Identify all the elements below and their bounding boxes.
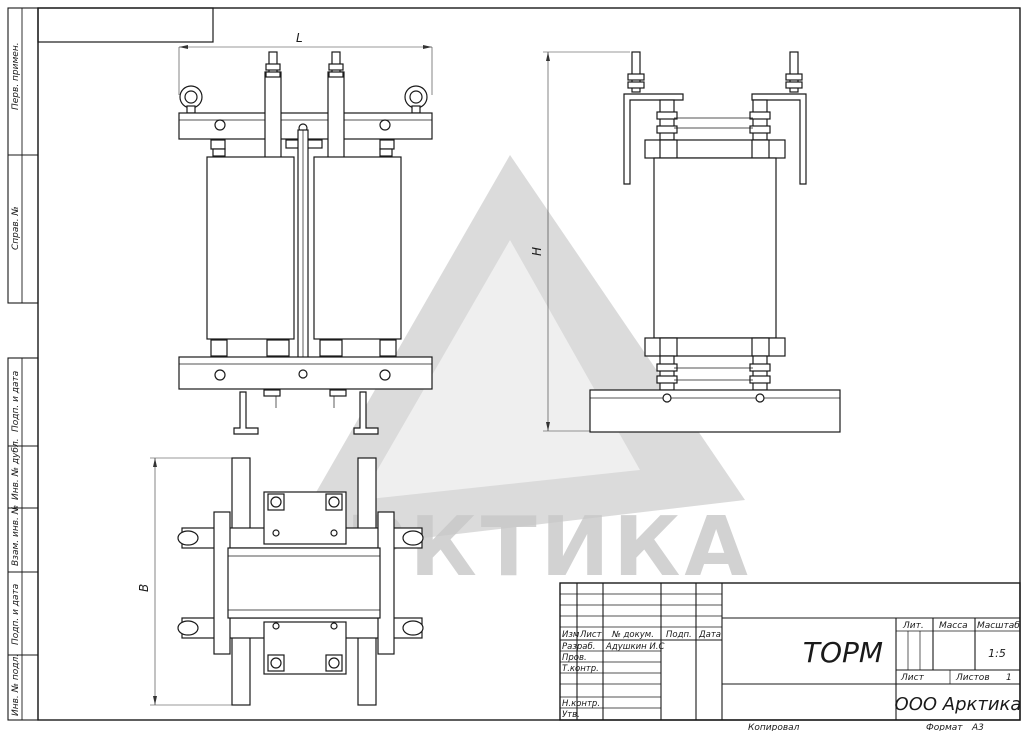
side-coil [653, 157, 777, 339]
tb-role-developer: Разраб. [562, 642, 595, 652]
dimension-height-label: H [530, 247, 544, 256]
tb-header-doc: № докум. [611, 630, 654, 640]
tb-header-date: Дата [698, 630, 721, 640]
dimension-length: L [178, 31, 433, 95]
tb-lit-label: Лит. [902, 621, 924, 631]
coil-left [206, 156, 295, 340]
side-bottom-yoke [644, 337, 786, 357]
side-label-duplicate: Инв. № дубл. [11, 438, 21, 500]
tb-scale-value: 1:5 [988, 647, 1006, 660]
side-label-signature-2: Подп. и дата [11, 584, 21, 645]
side-label-first-use: Перв. примен. [11, 42, 21, 110]
top-core [227, 547, 381, 619]
tb-role-norm-control: Н.контр. [562, 699, 600, 709]
lifting-eye-left [179, 85, 203, 114]
terminal-stud-right [328, 51, 344, 78]
mounting-foot-left [233, 391, 259, 435]
title-block: Изм Лист № докум. Подп. Дата Разраб. Про… [559, 582, 1022, 721]
dimension-width: B [137, 457, 232, 706]
tb-sheet-label: Лист [900, 673, 925, 683]
tb-role-approved: Утв. [562, 710, 580, 720]
caption-format-value: А3 [971, 723, 984, 731]
mounting-foot-right [353, 391, 379, 435]
eye-bolt-top-left [177, 530, 199, 546]
side-strip: Перв. примен. Справ. № Подп. и дата Инв.… [7, 7, 39, 721]
eye-bolt-bottom-left [177, 620, 199, 636]
tb-header-sheet: Лист [579, 630, 603, 640]
caption-format-label: Формат [926, 723, 963, 731]
tb-role-tech-control: Т.контр. [562, 664, 599, 674]
watermark-triangle-cut [360, 240, 640, 500]
tb-header-change: Изм [562, 630, 580, 640]
tb-developer-name: Адушкин И.С [605, 642, 664, 652]
dimension-height: H [530, 51, 630, 432]
eye-bolt-top-right [402, 530, 424, 546]
tb-header-sign: Подп. [666, 630, 692, 640]
side-terminal-left [623, 51, 684, 185]
tb-designation: ТОРМ [803, 636, 883, 669]
tb-sheets-label: Листов [955, 673, 990, 683]
terminal-bolts [267, 493, 343, 672]
dimension-length-label: L [296, 31, 303, 45]
side-label-reference: Справ. № [11, 206, 21, 250]
caption-copied: Копировал [748, 723, 800, 731]
tb-scale-label: Масштаб [977, 621, 1020, 631]
tb-mass-label: Масса [939, 621, 968, 631]
eye-bolt-bottom-right [402, 620, 424, 636]
dimension-width-label: B [137, 584, 151, 592]
tb-organization: ООО Арктика [895, 694, 1022, 715]
front-view: L [178, 31, 433, 435]
tb-role-checked: Пров. [562, 653, 587, 663]
side-base-channel [589, 389, 841, 433]
terminal-stud-left [265, 51, 281, 78]
watermark-logo: АРКТИКА [278, 155, 748, 595]
lifting-eye-right [404, 85, 428, 114]
coil-right [313, 156, 402, 340]
side-view: H [530, 51, 841, 433]
top-view: B [137, 457, 424, 706]
tb-sheets-value: 1 [1006, 673, 1012, 683]
side-label-original: Инв. № подл. [11, 654, 21, 716]
side-label-replacement: Взам. инв. № [11, 505, 21, 566]
side-label-signature-1: Подп. и дата [11, 371, 21, 432]
side-terminal-right [751, 51, 807, 185]
